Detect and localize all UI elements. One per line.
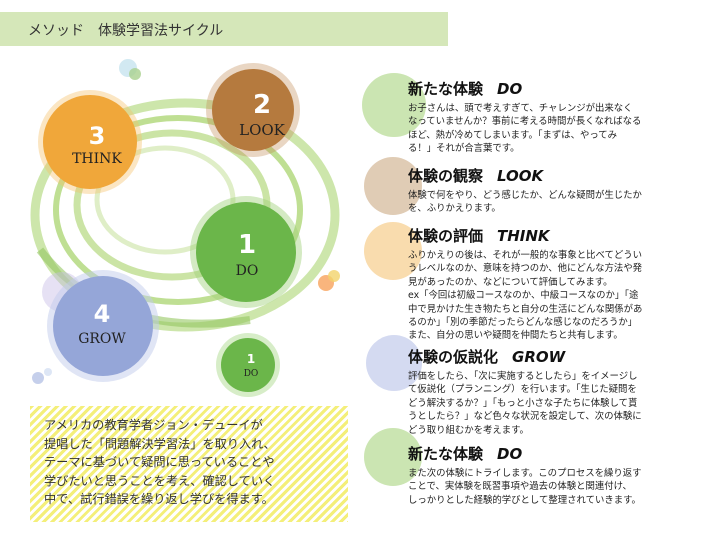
circle-look — [212, 69, 294, 151]
cycle-diagram — [30, 59, 340, 397]
step-number: 1 — [237, 230, 257, 260]
summary-line: 中で、試行錯誤を繰り返し学びを得ます。 — [44, 492, 274, 507]
step-label: THINK — [72, 151, 122, 167]
section-blob-grow — [366, 335, 422, 391]
section-body: 評価をしたら、「次に実施するとしたら」をイメージして仮説化（プランニング）を行い… — [408, 371, 642, 436]
step-number: 3 — [88, 122, 106, 150]
section-body: 体験で何をやり、どう感じたか、どんな疑問が生じたかを、ふりかえります。 — [408, 190, 642, 215]
step-number: 1 — [246, 352, 256, 366]
summary-text: アメリカの教育学者ジョン・デューイが 提唱した「問題解決学習法」を取り入れ、 テ… — [44, 416, 344, 509]
decor-dot — [32, 372, 44, 384]
decor-dot — [328, 270, 340, 282]
summary-box: アメリカの教育学者ジョン・デューイが 提唱した「問題解決学習法」を取り入れ、 テ… — [30, 406, 348, 522]
page-title: メソッド 体験学習法サイクル — [28, 23, 224, 39]
decor-dot — [44, 368, 52, 376]
section-body: また次の体験にトライします。このプロセスを繰り返すことで、実体験を既習事項や過去… — [408, 468, 642, 506]
circle-think — [43, 95, 137, 189]
section-body: ふりかえりの後は、それが一般的な事象と比べてどういうレベルなのか、意味を持つのか… — [408, 250, 643, 342]
section-blob-do — [362, 73, 426, 137]
header-band — [0, 12, 448, 46]
section-blob-look — [364, 157, 422, 215]
decor-dot — [129, 68, 141, 80]
circle-grow — [53, 276, 153, 376]
summary-line: アメリカの教育学者ジョン・デューイが — [44, 418, 263, 432]
summary-line: 学びたいと思うことを考え、確認していく — [44, 473, 276, 488]
step-label: DO — [243, 369, 259, 379]
section-blob-think — [364, 222, 422, 280]
circle-do — [196, 202, 296, 302]
section-body: お子さんは、頭で考えすぎて、チャレンジが出来なくなっていませんか？事前に考える時… — [408, 103, 642, 155]
step-label: LOOK — [239, 121, 285, 139]
step-label: DO — [235, 263, 259, 279]
summary-line: テーマに基づいて疑問に思っていることや — [44, 455, 275, 470]
step-number: 4 — [93, 300, 111, 328]
step-label: GROW — [78, 331, 126, 347]
summary-line: 提唱した「問題解決学習法」を取り入れ、 — [44, 436, 276, 451]
circle-do-small — [221, 338, 275, 392]
section-blob-do — [364, 428, 422, 486]
step-number: 2 — [252, 90, 272, 120]
